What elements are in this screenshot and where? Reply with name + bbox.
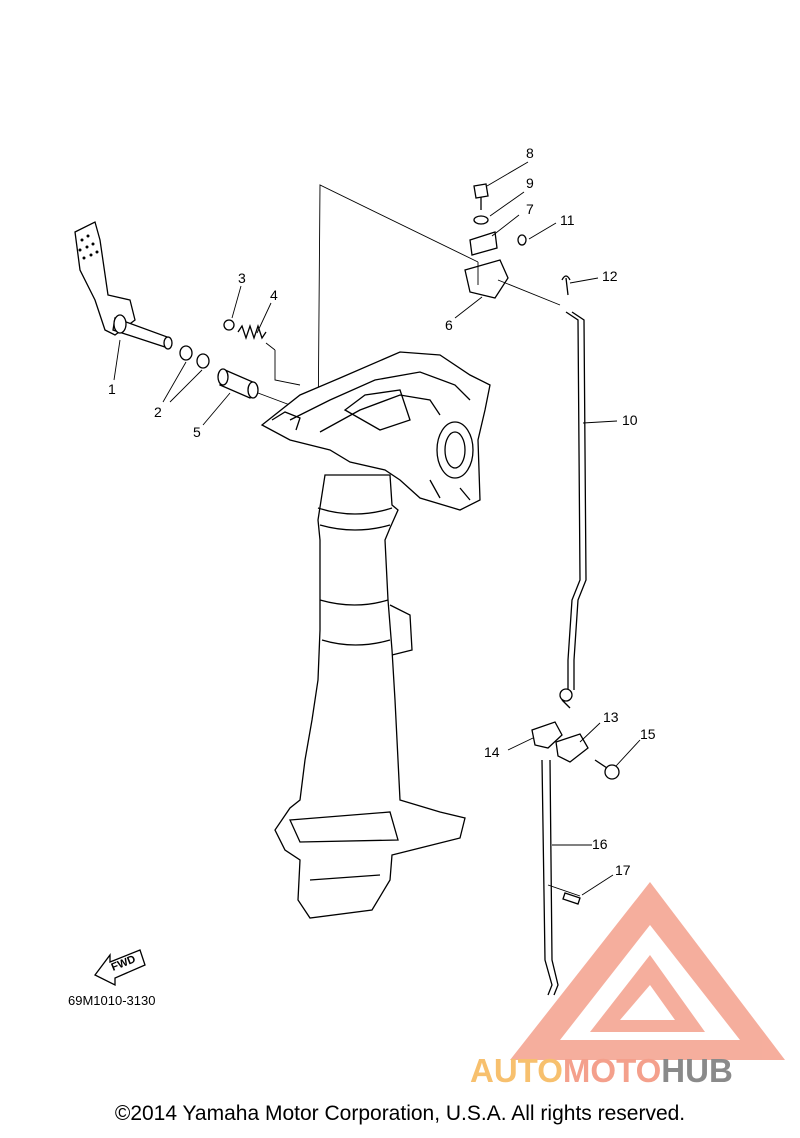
- callout-15: 15: [640, 726, 656, 742]
- callout-5: 5: [193, 424, 201, 440]
- o-ring: [179, 345, 193, 361]
- pin: [561, 275, 571, 296]
- watermark-moto: MOTO: [562, 1052, 662, 1089]
- clip: [469, 231, 498, 256]
- watermark-hub: HUB: [661, 1052, 733, 1089]
- cotter-pin: [562, 892, 581, 905]
- shift-rod: [559, 311, 587, 709]
- watermark-logo: [510, 882, 785, 1060]
- shift-handle: [74, 221, 173, 350]
- rod-clip: [531, 721, 563, 749]
- callout-11: 11: [560, 212, 575, 228]
- diagram-code: 69M1010-3130: [68, 993, 155, 1008]
- callout-6: 6: [445, 317, 453, 333]
- leader-lines: [113, 161, 641, 896]
- callout-1: 1: [108, 381, 116, 397]
- holder: [464, 259, 561, 306]
- ball: [223, 319, 235, 331]
- callout-3: 3: [238, 270, 246, 286]
- collar-bolt: [594, 759, 620, 780]
- callout-12: 12: [602, 268, 618, 284]
- callout-numbers: 1 2 3 4 5 6 7 8 9 10 11 12 13 14 15 16 1…: [108, 145, 656, 878]
- clamp: [517, 234, 527, 246]
- rod-clamp: [555, 733, 589, 763]
- bushing: [217, 368, 291, 406]
- bolt: [473, 183, 489, 210]
- callout-10: 10: [622, 412, 638, 428]
- callout-7: 7: [526, 201, 534, 217]
- upper-casing: [260, 351, 491, 511]
- callout-2: 2: [154, 404, 162, 420]
- callout-4: 4: [270, 287, 278, 303]
- o-ring: [196, 353, 210, 369]
- reference-line: [317, 184, 479, 439]
- callout-8: 8: [526, 145, 534, 161]
- watermark-text: AUTOMOTOHUB: [470, 1052, 733, 1090]
- callout-17: 17: [615, 862, 631, 878]
- callout-16: 16: [592, 836, 608, 852]
- lower-casing: [274, 474, 466, 919]
- fwd-arrow-icon: FWD: [94, 949, 146, 987]
- callout-9: 9: [526, 175, 534, 191]
- watermark-auto: AUTO: [470, 1052, 563, 1089]
- callout-14: 14: [484, 744, 500, 760]
- washer: [473, 215, 489, 225]
- spring: [237, 323, 301, 386]
- copyright-notice: ©2014 Yamaha Motor Corporation, U.S.A. A…: [114, 1102, 686, 1125]
- callout-13: 13: [603, 709, 619, 725]
- lower-shift-rod: [541, 759, 581, 996]
